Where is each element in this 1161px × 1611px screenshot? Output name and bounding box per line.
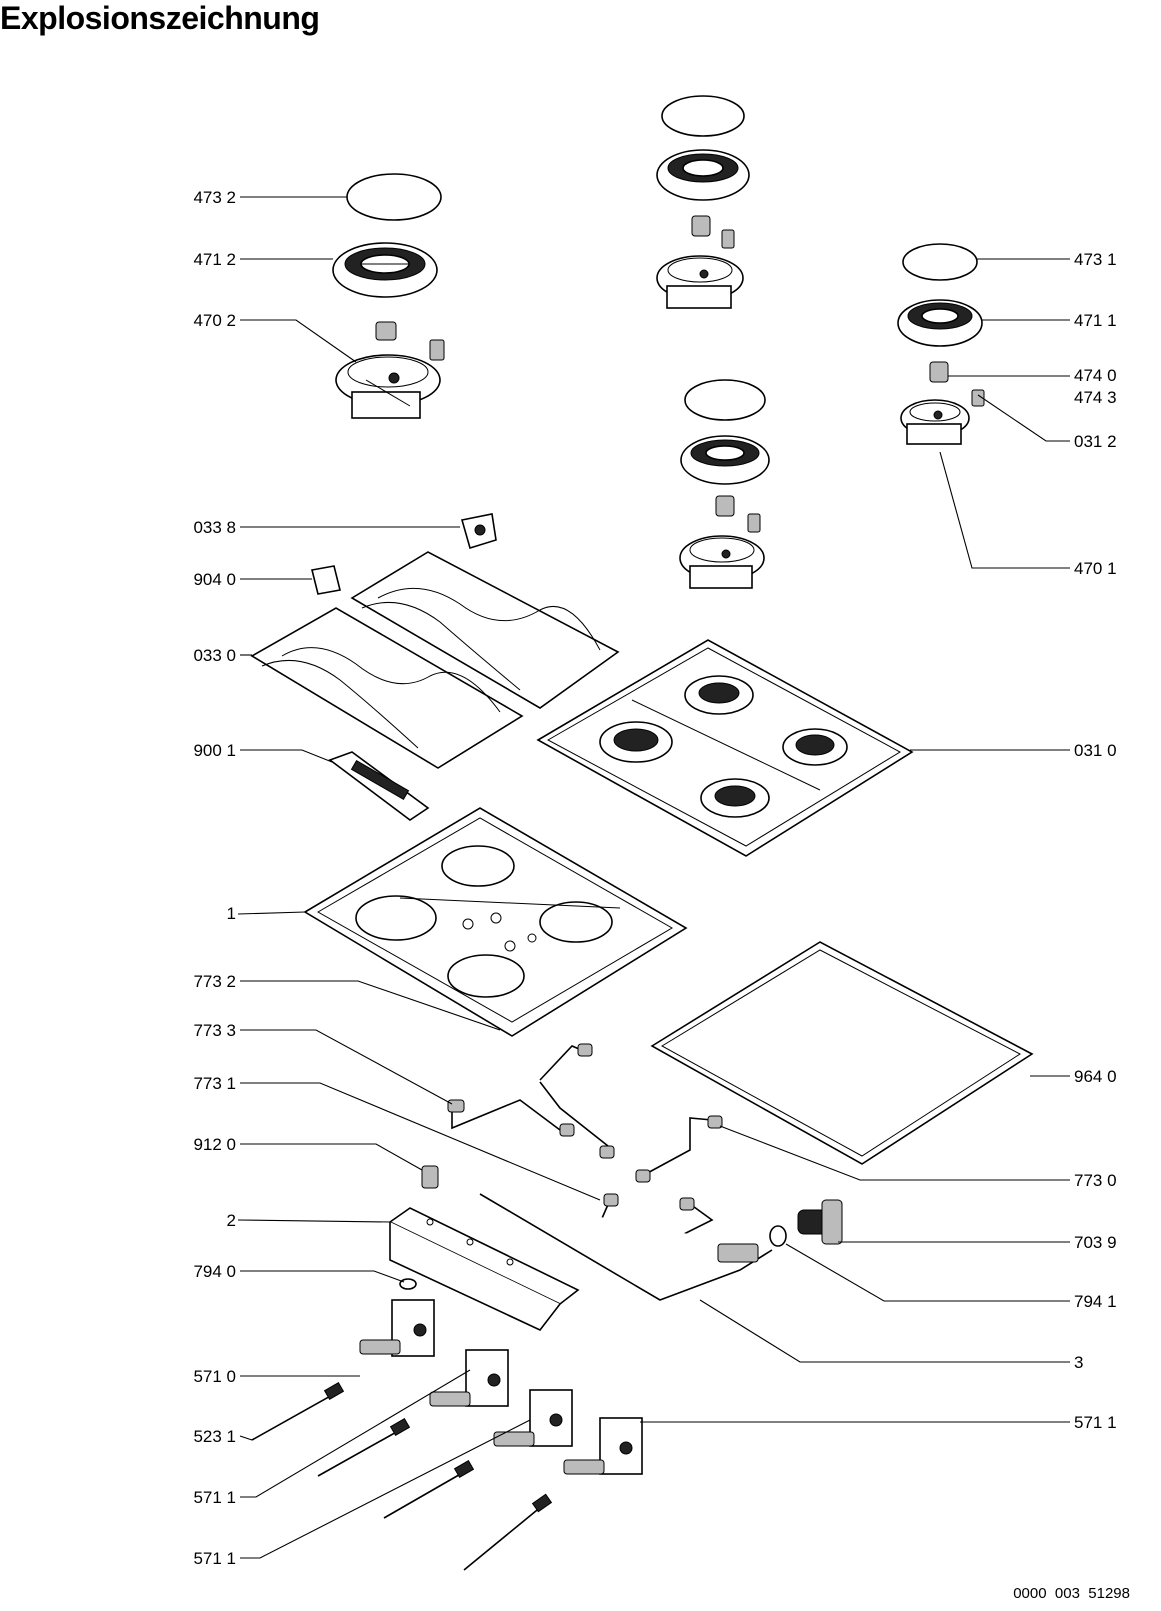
pan-support-front (250, 607, 524, 769)
gas-valve-571-0 (359, 1299, 435, 1357)
burner-crown-left (332, 242, 438, 298)
label-1: 1 (227, 904, 236, 923)
label-904-0: 904 0 (193, 570, 236, 589)
part-labels-left: 473 2 471 2 470 2 033 8 904 0 033 0 900 … (193, 188, 236, 1568)
label-471-2: 471 2 (193, 250, 236, 269)
seal-gasket (650, 941, 1034, 1165)
valve-rail (388, 1207, 580, 1331)
gas-valve-571-1a (429, 1349, 509, 1407)
label-031-2: 031 2 (1074, 432, 1117, 451)
label-571-0: 571 0 (193, 1367, 236, 1386)
thermocouple-set (251, 1381, 553, 1571)
gas-pipe-3 (479, 1193, 773, 1301)
clip-part (460, 513, 497, 550)
gas-valve-571-1b (493, 1389, 573, 1447)
leader-lines (237, 196, 1070, 1559)
burner-body-top (656, 215, 744, 309)
label-471-1: 471 1 (1074, 311, 1117, 330)
gas-valve-571-1c (563, 1417, 643, 1475)
label-773-3: 773 3 (193, 1021, 236, 1040)
label-571-1-b: 571 1 (193, 1549, 236, 1568)
injector-912-0 (421, 1165, 439, 1189)
washer-794-0 (399, 1278, 417, 1290)
burner-cap-top (661, 95, 745, 137)
label-773-0: 773 0 (1074, 1171, 1117, 1190)
burner-body-left (335, 321, 445, 419)
gas-pipe-773-0 (635, 1115, 723, 1183)
foot-part (311, 565, 341, 595)
label-773-1: 773 1 (193, 1074, 236, 1093)
burner-cap-right (902, 243, 978, 281)
label-3: 3 (1074, 1353, 1083, 1372)
label-703-9: 703 9 (1074, 1233, 1117, 1252)
label-033-0: 033 0 (193, 646, 236, 665)
pan-support-back (350, 551, 620, 709)
label-033-8: 033 8 (193, 518, 236, 537)
label-794-1: 794 1 (1074, 1292, 1117, 1311)
inlet-elbow (797, 1199, 843, 1245)
label-571-1-a: 571 1 (193, 1488, 236, 1507)
burner-crown-right (897, 299, 983, 347)
burner-body-middle (679, 495, 765, 589)
burner-body-right (900, 361, 985, 445)
washer-794-1 (769, 1225, 787, 1247)
label-031-0: 031 0 (1074, 741, 1117, 760)
label-2: 2 (227, 1211, 236, 1230)
burner-crown-top (656, 149, 750, 201)
drawing-code: 0000 003 51298 (1013, 1585, 1130, 1602)
base-tray (303, 807, 688, 1037)
label-900-1: 900 1 (193, 741, 236, 760)
label-794-0: 794 0 (193, 1262, 236, 1281)
gas-pipe-773-3 (447, 1043, 615, 1159)
page-title: Explosionszeichnung (0, 0, 320, 36)
part-labels-right: 473 1 471 1 474 0 474 3 031 2 470 1 031 … (1074, 250, 1117, 1432)
label-470-1: 470 1 (1074, 559, 1117, 578)
burner-crown-middle (680, 435, 770, 485)
burner-cap-middle (684, 379, 766, 421)
label-912-0: 912 0 (193, 1135, 236, 1154)
bracket-part (328, 751, 430, 821)
label-473-2: 473 2 (193, 188, 236, 207)
label-964-0: 964 0 (1074, 1067, 1117, 1086)
label-773-2: 773 2 (193, 972, 236, 991)
label-474-3: 474 3 (1074, 388, 1117, 407)
label-523-1: 523 1 (193, 1427, 236, 1446)
label-470-2: 470 2 (193, 311, 236, 330)
label-473-1: 473 1 (1074, 250, 1117, 269)
label-474-0: 474 0 (1074, 366, 1117, 385)
hob-top-plate (536, 639, 914, 857)
burner-cap-left (346, 173, 442, 221)
label-571-1-c: 571 1 (1074, 1413, 1117, 1432)
